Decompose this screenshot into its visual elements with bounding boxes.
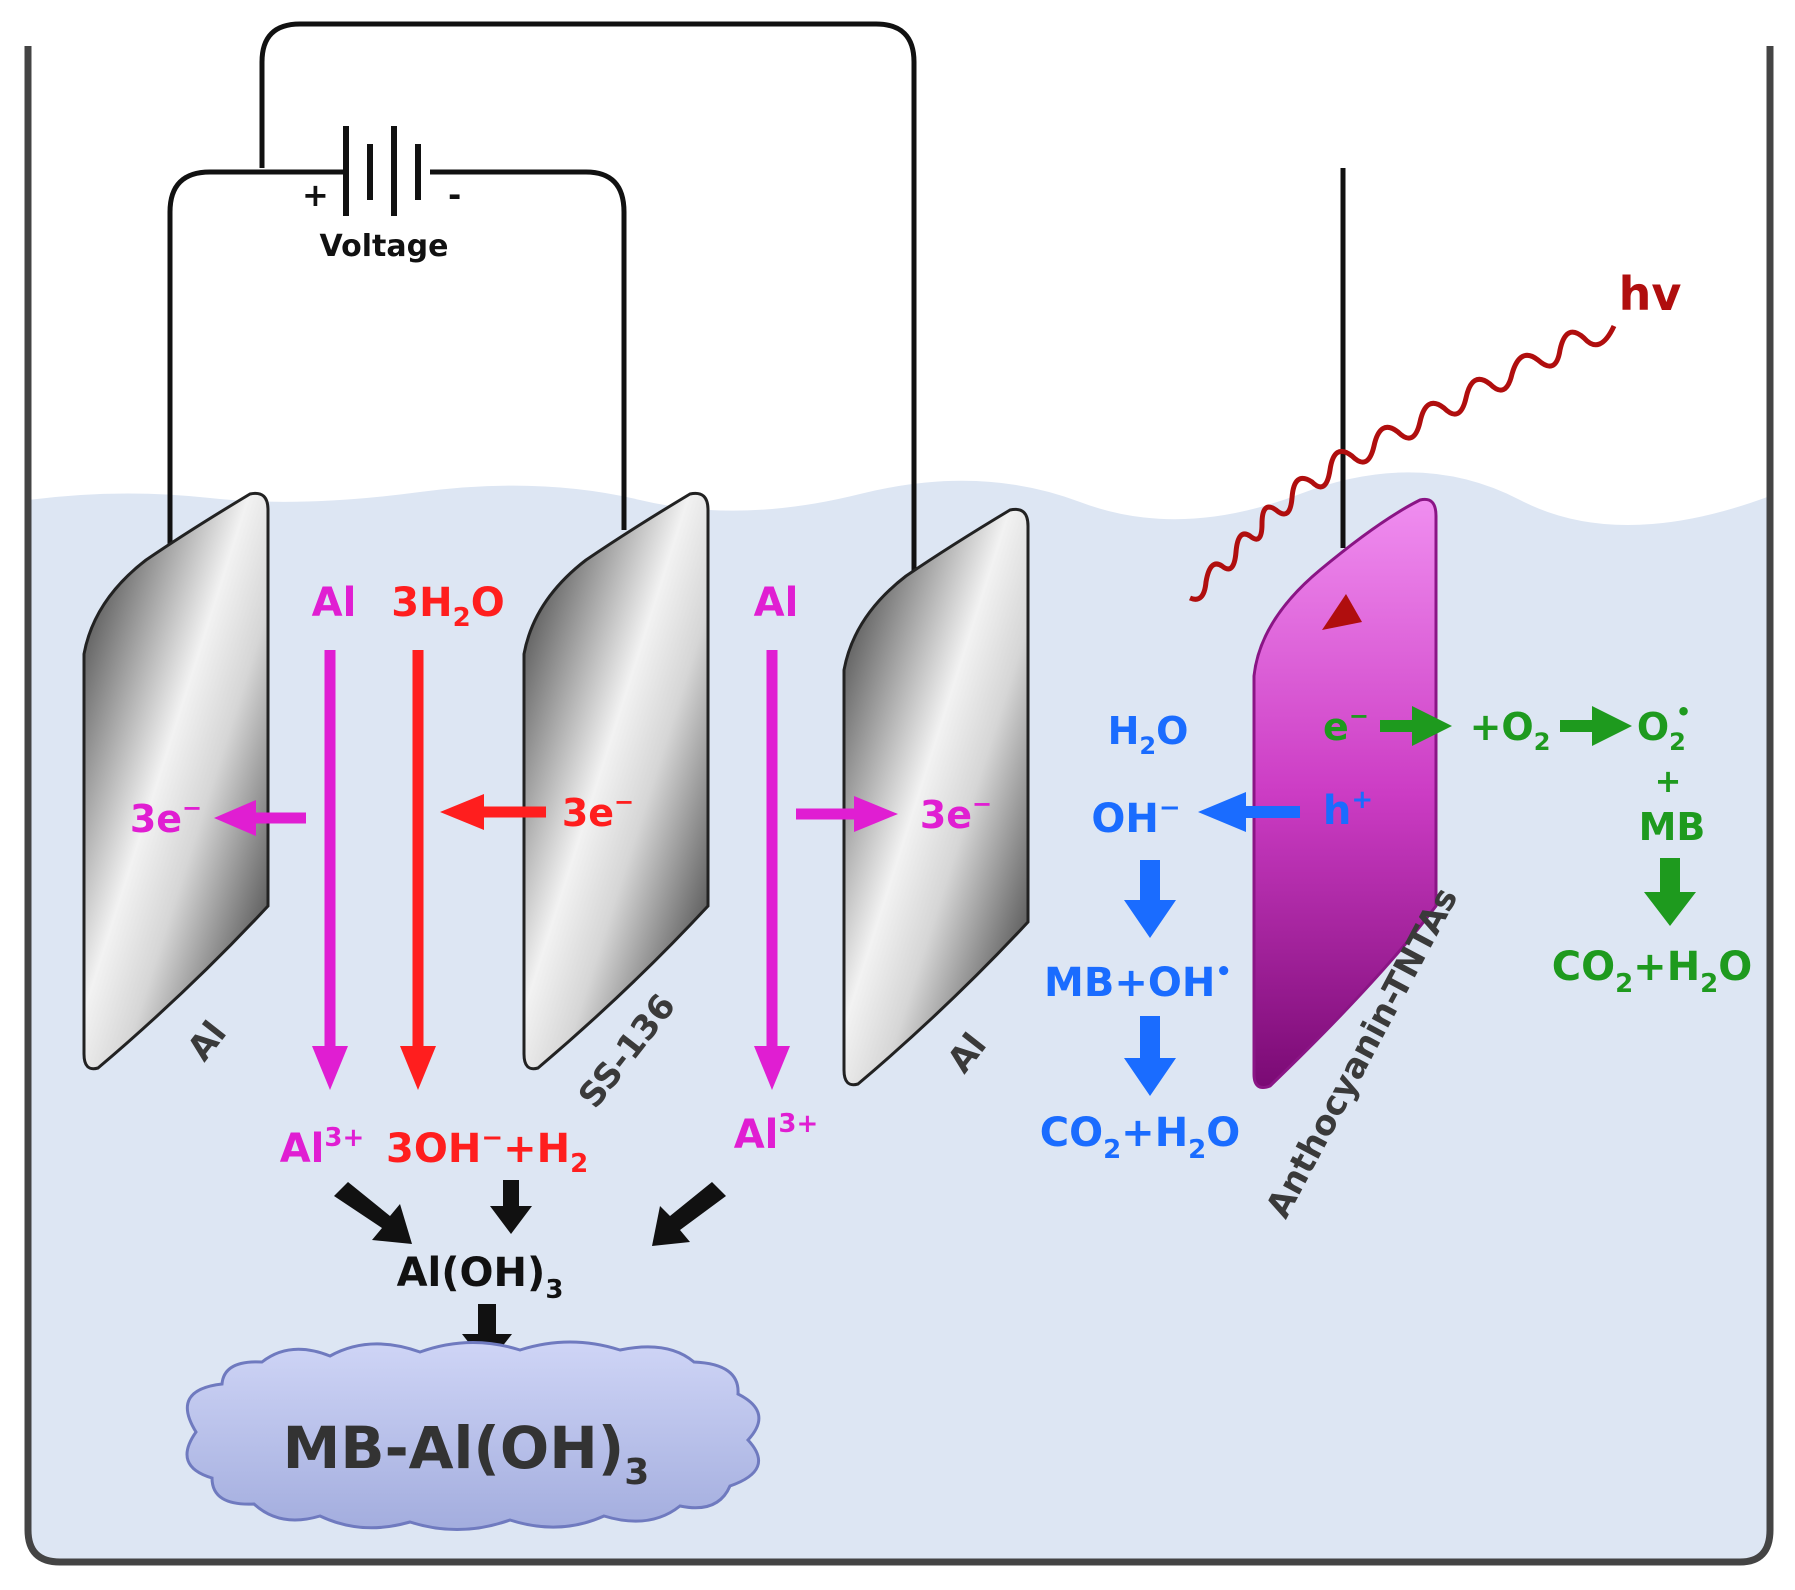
- outer-wire: [259, 21, 917, 582]
- electrons-right: 3e−: [920, 790, 992, 837]
- al3-left: Al3+: [280, 1123, 365, 1172]
- al-dissolution-arrowhead-right: [754, 1046, 790, 1090]
- photo-plus: +: [1655, 762, 1682, 800]
- water-reduction-arrowhead: [400, 1046, 436, 1090]
- al-top-left: Al: [312, 580, 357, 626]
- battery-plus: +: [302, 176, 329, 214]
- green-down-arrow: [1644, 858, 1696, 926]
- al3-right: Al3+: [734, 1109, 819, 1158]
- al-dissolution-arrowhead-left: [312, 1046, 348, 1090]
- photo-blue-product: CO2+H2O: [1040, 1110, 1241, 1165]
- electron-arrowhead-middle: [440, 794, 484, 830]
- al-top-right: Al: [754, 580, 799, 626]
- photo-oxygen: +O2: [1470, 705, 1551, 756]
- al-electrode-right: [842, 507, 1030, 1087]
- ss-electrode-middle: [522, 491, 710, 1071]
- light-wave: [1189, 324, 1617, 602]
- combine-arrows: [334, 1180, 726, 1366]
- electron-arrowhead-right: [854, 796, 898, 832]
- al-electrode-left: [82, 491, 270, 1071]
- mb-aloh3-floc: MB-Al(OH)3: [283, 1414, 650, 1493]
- photo-hole: h+: [1323, 785, 1373, 834]
- photo-electron: e−: [1323, 702, 1369, 749]
- electrons-middle: 3e−: [562, 788, 634, 835]
- floc-cloud: [185, 1340, 761, 1532]
- voltage-label: Voltage: [320, 229, 449, 264]
- blue-down-arrow-1: [1124, 860, 1176, 938]
- electrons-left: 3e−: [130, 794, 202, 841]
- blue-down-arrow-2: [1124, 1016, 1176, 1096]
- electron-transfer-arrowhead: [1412, 706, 1452, 746]
- anthocyanin-tntas-electrode: [1252, 497, 1438, 1089]
- inner-wire: [167, 169, 627, 552]
- aluminium-hydroxide: Al(OH)3: [397, 1250, 564, 1305]
- photo-superoxide: O2•: [1637, 698, 1691, 756]
- hydroxide-hydrogen: 3OH−+H2: [386, 1123, 588, 1179]
- battery-icon: [343, 126, 421, 216]
- photo-water: H2O: [1108, 709, 1189, 760]
- oxygen-reduction-arrowhead: [1592, 706, 1632, 746]
- beaker-outline: [24, 46, 1774, 1566]
- photo-mb: MB: [1639, 805, 1706, 849]
- photo-hydroxide: OH−: [1091, 793, 1180, 842]
- battery-minus: -: [448, 176, 461, 214]
- water-top: 3H2O: [391, 580, 504, 633]
- photo-green-product: CO2+H2O: [1552, 944, 1753, 999]
- hole-transfer-arrowhead: [1198, 792, 1246, 832]
- electron-arrowhead-left: [214, 800, 256, 836]
- photo-radical: MB+OH•: [1044, 957, 1232, 1006]
- hv-label: hv: [1619, 267, 1682, 321]
- light-arrow-head: [1322, 594, 1362, 630]
